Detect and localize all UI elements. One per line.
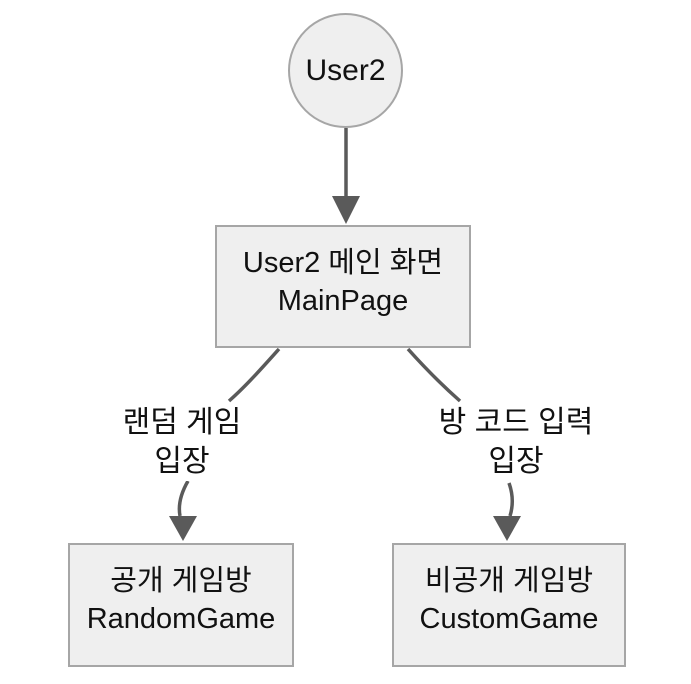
edge-randomlabel-to-randomgame-line bbox=[177, 480, 190, 517]
node-customgame-label-line2: CustomGame bbox=[419, 603, 599, 635]
edge-customlabel-to-customgame-line bbox=[507, 482, 514, 517]
node-mainpage-label-line1: User2 메인 화면 bbox=[242, 246, 444, 279]
node-mainpage-label-line2: MainPage bbox=[277, 284, 409, 317]
node-user2-label: User2 bbox=[305, 53, 386, 87]
arrowhead-icon bbox=[493, 516, 521, 541]
arrowhead-icon bbox=[169, 516, 197, 541]
node-randomgame-label-line1: 공개 게임방 bbox=[110, 565, 252, 597]
edge-mainpage-to-customlabel-line bbox=[406, 347, 462, 403]
node-mainpage: User2 메인 화면 MainPage bbox=[215, 225, 471, 348]
edge-label-custom-line2: 입장 bbox=[488, 445, 544, 478]
edge-label-random-entry: 랜덤 게임 입장 bbox=[122, 403, 242, 481]
edge-label-custom-line1: 방 코드 입력 bbox=[438, 406, 594, 439]
edge-label-random-line2: 입장 bbox=[154, 445, 210, 478]
edge-label-random-line1: 랜덤 게임 bbox=[122, 406, 242, 439]
node-customgame-label-line1: 비공개 게임방 bbox=[424, 565, 594, 597]
node-randomgame: 공개 게임방 RandomGame bbox=[68, 543, 294, 667]
arrowhead-icon bbox=[332, 196, 360, 224]
edge-label-custom-entry: 방 코드 입력 입장 bbox=[438, 403, 594, 481]
edge-mainpage-to-randomlabel-line bbox=[227, 347, 281, 403]
node-customgame: 비공개 게임방 CustomGame bbox=[392, 543, 626, 667]
node-user2: User2 bbox=[288, 13, 403, 128]
node-randomgame-label-line2: RandomGame bbox=[86, 603, 276, 635]
